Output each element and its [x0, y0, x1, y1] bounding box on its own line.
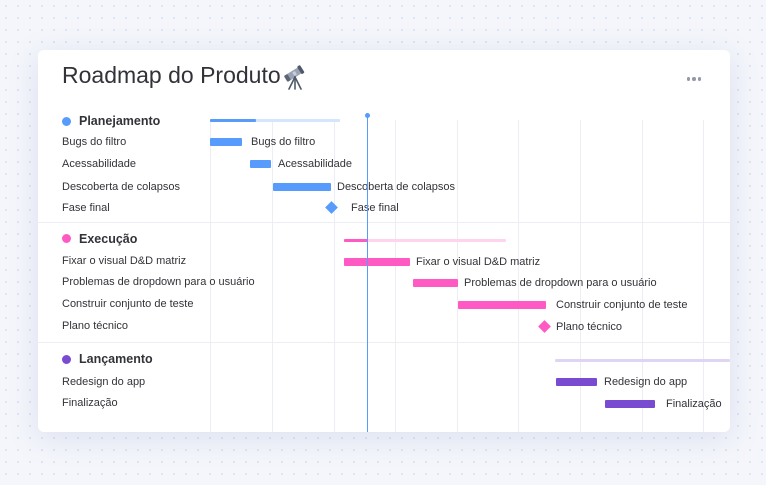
group-summary-bar	[344, 239, 506, 242]
group-summary-bar	[210, 119, 340, 122]
task-bar-descoberta-de-colapsos[interactable]	[273, 183, 331, 191]
group-divider	[38, 222, 730, 223]
roadmap-card: Roadmap do Produto Planejamento Bugs do …	[38, 50, 730, 432]
today-marker-line	[367, 114, 368, 432]
row-label-fase-final[interactable]: Fase final	[62, 202, 110, 214]
timeline-gridline	[642, 120, 643, 432]
group-color-dot	[62, 355, 71, 364]
more-options-button[interactable]	[682, 70, 706, 88]
milestone-label: Fase final	[351, 202, 399, 214]
task-bar-acessabilidade[interactable]	[250, 160, 271, 168]
group-title-lancamento[interactable]: Lançamento	[79, 352, 153, 366]
timeline-gridline	[334, 120, 335, 432]
timeline-gridline	[272, 120, 273, 432]
row-label-construir-conjunto-de-teste[interactable]: Construir conjunto de teste	[62, 298, 194, 310]
milestone-label: Plano técnico	[556, 321, 623, 333]
more-horizontal-icon	[686, 77, 691, 81]
telescope-icon	[284, 65, 305, 90]
task-bar-finalizacao[interactable]	[605, 400, 655, 408]
task-bar-label: Problemas de dropdown para o usuário	[464, 277, 657, 289]
task-bar-label: Construir conjunto de teste	[556, 299, 688, 311]
timeline-gridline	[518, 120, 519, 432]
task-bar-redesign-do-app[interactable]	[556, 378, 597, 386]
group-summary-bar	[555, 359, 730, 362]
group-title-planejamento[interactable]: Planejamento	[79, 114, 161, 128]
task-bar-problemas-de-dropdown[interactable]	[413, 279, 458, 287]
task-bar-label: Bugs do filtro	[251, 136, 316, 148]
task-bar-label: Acessabilidade	[278, 158, 352, 170]
row-label-problemas-de-dropdown[interactable]: Problemas de dropdown para o usuário	[62, 276, 255, 288]
timeline-gridline	[210, 120, 211, 432]
milestone-fase-final[interactable]	[325, 201, 338, 214]
row-label-plano-tecnico[interactable]: Plano técnico	[62, 320, 129, 332]
task-bar-label: Finalização	[666, 398, 722, 410]
row-label-descoberta-de-colapsos[interactable]: Descoberta de colapsos	[62, 181, 181, 193]
row-label-finalizacao[interactable]: Finalização	[62, 397, 118, 409]
page-title: Roadmap do Produto	[62, 62, 281, 88]
milestone-plano-tecnico[interactable]	[538, 320, 551, 333]
task-bar-label: Fixar o visual D&D matriz	[416, 256, 541, 268]
group-color-dot	[62, 117, 71, 126]
task-bar-bugs-do-filtro[interactable]	[210, 138, 242, 146]
group-title-execucao[interactable]: Execução	[79, 232, 138, 246]
timeline-gridline	[457, 120, 458, 432]
task-bar-label: Descoberta de colapsos	[337, 181, 456, 193]
task-bar-fixar-o-visual[interactable]	[344, 258, 410, 266]
timeline-gridline	[703, 120, 704, 432]
row-label-redesign-do-app[interactable]: Redesign do app	[62, 376, 146, 388]
group-divider	[38, 342, 730, 343]
group-color-dot	[62, 234, 71, 243]
timeline-gridline	[580, 120, 581, 432]
task-bar-label: Redesign do app	[604, 376, 688, 388]
timeline-gridline	[395, 120, 396, 432]
today-marker-dot	[365, 113, 370, 118]
task-bar-construir-conjunto-de-teste[interactable]	[458, 301, 546, 309]
row-label-acessabilidade[interactable]: Acessabilidade	[62, 158, 136, 170]
row-label-fixar-o-visual[interactable]: Fixar o visual D&D matriz	[62, 255, 187, 267]
row-label-bugs-do-filtro[interactable]: Bugs do filtro	[62, 136, 127, 148]
